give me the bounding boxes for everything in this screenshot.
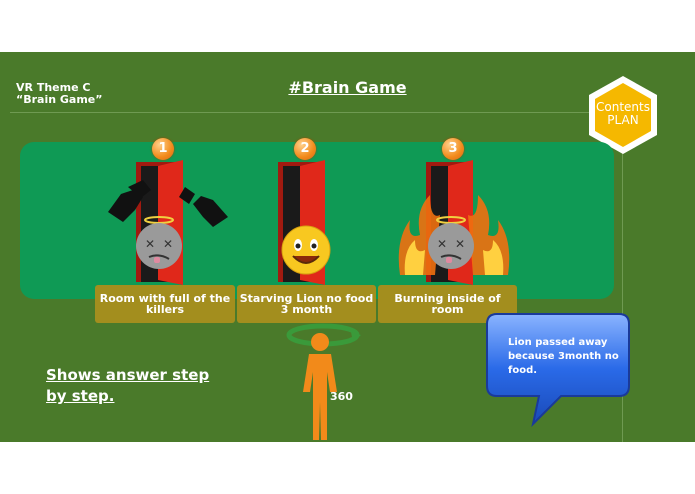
- option-2-label[interactable]: Starving Lion no food 3 month: [237, 285, 376, 323]
- svg-text:✕: ✕: [163, 237, 173, 251]
- option-2-number: 2: [294, 138, 316, 160]
- speech-bubble-text: Lion passed away because 3month no food.: [508, 337, 619, 376]
- instruction-text: Shows answer step by step.: [46, 366, 210, 405]
- theme-line-1: VR Theme C: [16, 81, 91, 94]
- svg-text:✕: ✕: [455, 237, 465, 251]
- divider-vertical: [622, 92, 623, 442]
- dead-face-icon: ✕ ✕: [428, 216, 474, 269]
- option-1-label[interactable]: Room with full of the killers: [95, 285, 235, 323]
- option-3-label[interactable]: Burning inside of room: [378, 285, 517, 323]
- badge-line-1: Contents: [596, 100, 650, 114]
- smiley-face-icon: [281, 225, 331, 275]
- person-icon: [286, 323, 361, 440]
- theme-title: VR Theme C “Brain Game”: [16, 82, 103, 106]
- page-title: #Brain Game: [288, 78, 407, 97]
- slide: VR Theme C “Brain Game” #Brain Game Cont…: [0, 52, 695, 442]
- fire-icon: [398, 195, 510, 275]
- hexagon-icon: [589, 76, 657, 154]
- option-3-number: 3: [442, 138, 464, 160]
- svg-text:✕: ✕: [145, 237, 155, 251]
- option-1-number: 1: [152, 138, 174, 160]
- contents-plan-badge: Contents PLAN: [586, 74, 660, 156]
- rotation-label: 360: [330, 390, 353, 403]
- speech-bubble-icon: [486, 313, 630, 427]
- dead-face-icon: ✕ ✕: [136, 216, 182, 269]
- svg-text:✕: ✕: [437, 237, 447, 251]
- theme-line-2: “Brain Game”: [16, 93, 103, 106]
- gun-hands-icon: [108, 180, 228, 227]
- divider-horizontal: [10, 112, 620, 113]
- badge-line-2: PLAN: [607, 113, 639, 127]
- contents-plan-label: Contents PLAN: [586, 101, 660, 127]
